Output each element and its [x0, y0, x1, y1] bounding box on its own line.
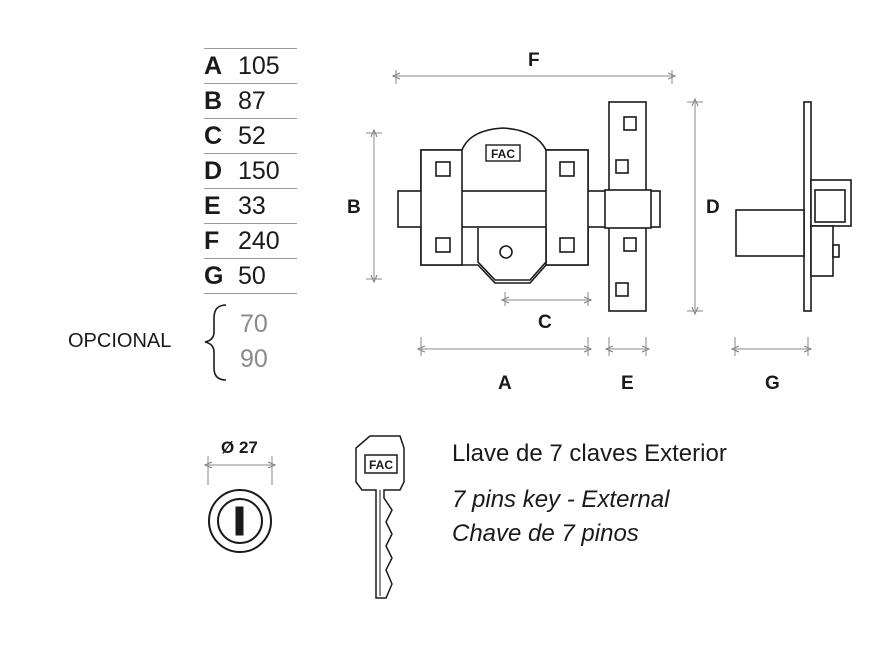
cylinder-front [208, 489, 272, 553]
spec-letter: E [204, 191, 221, 220]
spec-row-d: D 150 [204, 153, 297, 188]
dim-label-d: D [706, 197, 720, 218]
spec-value: 105 [238, 51, 280, 80]
key-icon [355, 435, 405, 599]
brand-logo-lock: FAC [491, 147, 515, 161]
spec-letter: B [204, 86, 223, 115]
spec-row-b: B 87 [204, 83, 297, 118]
optional-label: OPCIONAL [68, 330, 172, 352]
spec-row-f: F 240 [204, 223, 297, 258]
spec-letter: F [204, 226, 220, 255]
caption-english: 7 pins key - External [452, 486, 670, 513]
optional-value-2: 90 [240, 345, 268, 373]
optional-value-1: 70 [240, 310, 268, 338]
lock-front-view [397, 101, 661, 312]
dim-label-b: B [347, 197, 361, 218]
spec-value: 150 [238, 156, 280, 185]
brand-logo-key: FAC [369, 458, 393, 472]
spec-row-a: A 105 [204, 48, 297, 83]
cylinder-diameter: Ø 27 [221, 438, 258, 457]
spec-value: 33 [238, 191, 266, 220]
spec-letter: C [204, 121, 223, 150]
caption-spanish: Llave de 7 claves Exterior [452, 440, 727, 467]
caption-portuguese: Chave de 7 pinos [452, 520, 639, 547]
dim-label-g: G [765, 373, 780, 394]
spec-row-g: G 50 [204, 258, 297, 294]
dim-label-a: A [498, 373, 512, 394]
spec-table: A 105 B 87 C 52 D 150 E 33 F 240 G 50 [204, 48, 297, 294]
spec-letter: G [204, 261, 224, 290]
spec-letter: A [204, 51, 223, 80]
spec-value: 52 [238, 121, 266, 150]
lock-side-view [735, 101, 852, 312]
optional-brace [204, 304, 227, 381]
dim-label-f: F [528, 50, 540, 71]
spec-row-c: C 52 [204, 118, 297, 153]
dim-label-c: C [538, 312, 552, 333]
spec-value: 87 [238, 86, 266, 115]
spec-letter: D [204, 156, 223, 185]
spec-value: 240 [238, 226, 280, 255]
dim-label-e: E [621, 373, 634, 394]
spec-row-e: E 33 [204, 188, 297, 223]
spec-value: 50 [238, 261, 266, 290]
